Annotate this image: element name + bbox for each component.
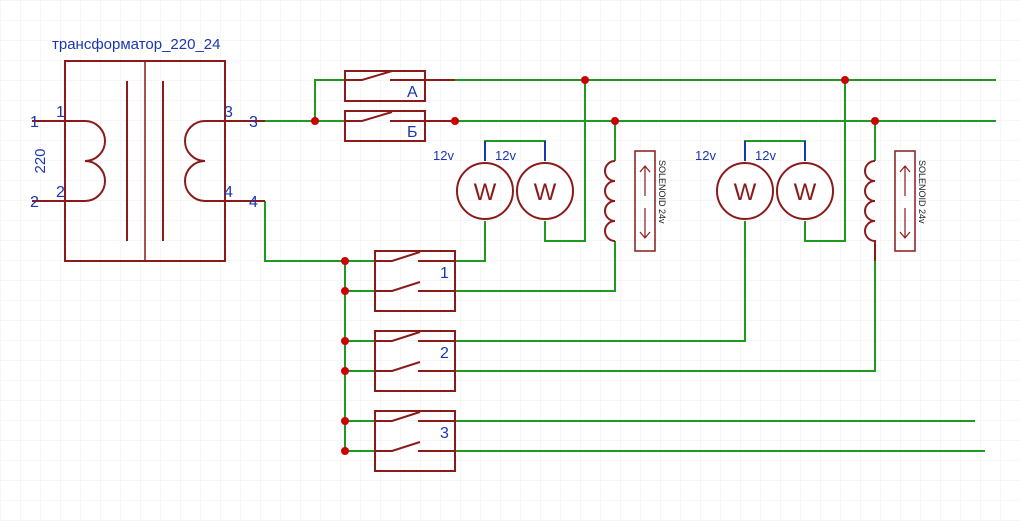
relay-a-label: А [407,84,418,101]
junction-dot [341,447,349,455]
relay-1: 1 [374,250,456,312]
wire-relay-inputs [345,290,375,422]
solenoid-1-coil [604,160,616,242]
relay-2-contact-top [375,331,455,342]
solenoid-2-up-arrow-icon [899,165,911,196]
relay-b: Б [344,110,455,142]
motor-2-label: W [534,179,557,206]
solenoid-2: SOLENOID 24v [864,150,927,261]
junction-dot [341,257,349,265]
solenoid-2-label: SOLENOID 24v [917,160,927,224]
relay-3: 3 [374,410,456,472]
relay-3-label: 3 [440,425,449,442]
junction-dot [611,117,619,125]
motor-pin-stubs [484,141,806,161]
wire-motor3 [455,221,746,342]
relay-2: 2 [374,330,456,392]
relay-1-contact-top [375,251,455,262]
solenoid-2-down-arrow-icon [899,208,911,239]
transformer: трансформатор_220_24 1 1 2 2 3 3 4 4 220 [30,36,265,262]
junction-dot [581,76,589,84]
motor-3-label: W [734,179,757,206]
junction-dot [341,417,349,425]
motor-1-label: W [474,179,497,206]
relay-a: А [344,70,455,102]
motor-4-circle [776,162,834,220]
pin-label-4-outer: 4 [249,194,258,211]
motor-4-label: W [794,179,817,206]
pin-label-2-outer: 2 [30,194,39,211]
solenoid-2-body [894,150,916,252]
motor-4-voltage: 12v [755,148,776,163]
pin-label-4-inner: 4 [224,184,233,201]
junction-dot [311,117,319,125]
transformer-title: трансформатор_220_24 [52,36,220,53]
wire-solenoid1-bottom [455,241,616,292]
motor-1: W 12v [433,148,514,220]
motor-1-circle [456,162,514,220]
wire-bus-a-feed [314,79,345,121]
wire-pin4 [264,201,375,262]
relay-b-label: Б [407,124,418,141]
pin-label-3-outer: 3 [249,114,258,131]
pin-label-1-outer: 1 [30,114,39,131]
solenoid-2-coil [864,160,876,261]
relay-3-contact-top [375,411,455,422]
junction-dot [341,287,349,295]
wire-motor1 [455,221,486,262]
junction-dot [341,337,349,345]
relay-2-contact-bottom [375,361,455,372]
wire-motor4 [804,80,846,242]
motor-2-circle [516,162,574,220]
junction-dot [841,76,849,84]
motor-4: W 12v [755,148,834,220]
solenoid-1: SOLENOID 24v [604,150,667,252]
motor-3-voltage: 12v [695,148,716,163]
solenoid-1-up-arrow-icon [639,165,651,196]
relay-1-label: 1 [440,265,449,282]
relay-1-body [374,250,456,312]
primary-coil [65,120,106,202]
relay-3-body [374,410,456,472]
motor-1-voltage: 12v [433,148,454,163]
relay-2-label: 2 [440,345,449,362]
junction-dot [341,367,349,375]
pin-label-1-inner: 1 [56,104,65,121]
relay-2-body [374,330,456,392]
relay-1-contact-bottom [375,281,455,292]
wire-solenoid2-bottom [455,261,876,372]
relay-a-contact [345,70,455,81]
motor-3: W 12v [695,148,774,220]
motor-3-circle [716,162,774,220]
junctions [311,76,879,455]
pin-label-2-inner: 2 [56,184,65,201]
transformer-voltage-label: 220 [32,148,49,173]
relay-b-contact [345,111,455,122]
motor-2-voltage: 12v [495,148,516,163]
solenoid-1-down-arrow-icon [639,208,651,239]
wire-motor2 [544,80,586,242]
junction-dot [451,117,459,125]
solenoid-1-body [634,150,656,252]
relay-b-body [344,110,426,142]
pin-label-3-inner: 3 [224,104,233,121]
transformer-pin-stubs [32,120,265,202]
motor-2: W 12v [495,148,574,220]
secondary-coil [184,120,225,202]
relay-3-contact-bottom [375,441,455,452]
relay-a-body [344,70,426,102]
solenoid-1-label: SOLENOID 24v [657,160,667,224]
junction-dot [871,117,879,125]
